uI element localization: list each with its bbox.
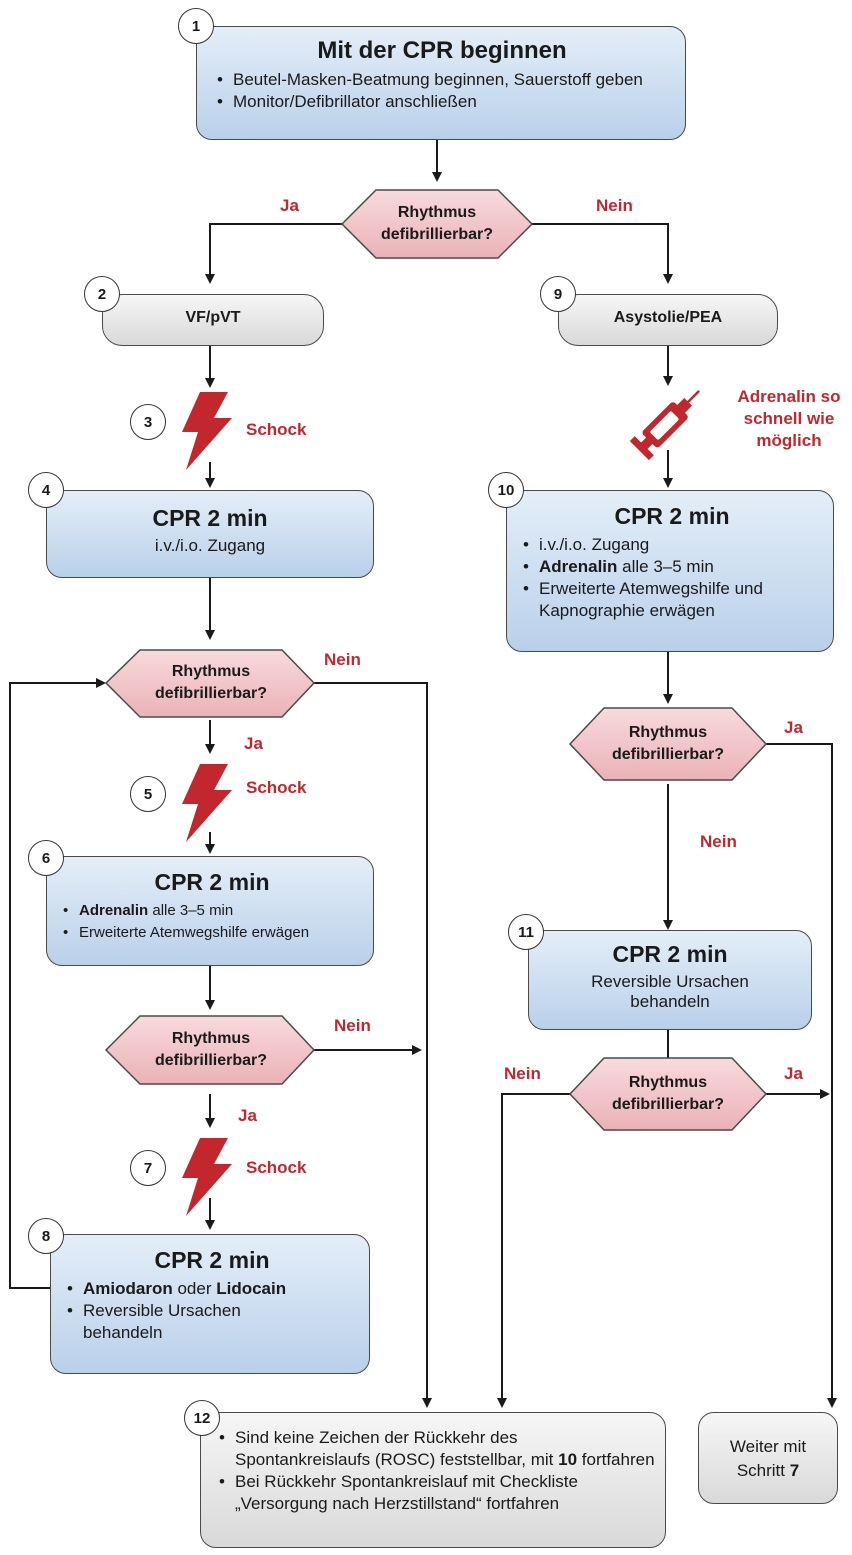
lightning-shock-icon [182,392,232,470]
lightning-shock-icon [182,764,232,842]
step-6-bullet-1-rest: alle 3–5 min [148,902,234,919]
step-8-bullet-1-bold-2: Lidocain [216,1279,287,1298]
step-8-bullet-2: Reversible Ursachen behandeln [65,1300,283,1344]
step-10-bullet-3: Erweiterte Atemwegshilfe und Kapnographi… [521,578,823,622]
decision-a-no-label: Nein [596,196,633,215]
decision-e-text: Rhythmus defibrillierbar? [584,1072,752,1116]
lightning-shock-icon [182,1138,232,1216]
step-10-box: CPR 2 min i.v./i.o. Zugang Adrenalin all… [506,490,834,652]
step-7-shock-label: Schock [246,1158,307,1177]
decision-shape-d [568,707,768,781]
syringe-icon [629,390,700,461]
step-8-bullet-1-bold-1: Amiodaron [83,1279,173,1298]
step-10-bullet-2-rest: alle 3–5 min [617,557,714,576]
step-6-bullet-1: Adrenalin alle 3–5 min [61,900,363,922]
decision-d-yes-label: Ja [784,718,803,737]
step-12-box: Sind keine Zeichen der Rückkehr des Spon… [200,1412,666,1548]
decision-c-line1: Rhythmus [171,1030,251,1047]
decision-e-no-label: Nein [504,1064,541,1083]
step-10-bullet-2: Adrenalin alle 3–5 min [521,556,823,578]
decision-shape-e [568,1057,768,1131]
step-12-bullet-1: Sind keine Zeichen der Rückkehr des Spon… [217,1427,655,1471]
step-8-number: 8 [28,1218,64,1254]
decision-b-yes-label: Ja [244,734,263,753]
adrenalin-asap-label: Adrenalin so schnell wie möglich [737,387,841,450]
decision-e-line2: defibrillierbar? [611,1096,725,1113]
step-2-box: VF/pVT [102,294,324,346]
continue-step-7-text: Weiter mit Schritt 7 [709,1435,827,1483]
decision-e-yes-label: Ja [784,1064,803,1083]
step-10-number: 10 [488,472,524,508]
decision-a-line1: Rhythmus [397,204,477,221]
step-4-text: i.v./i.o. Zugang [154,536,266,555]
step-1-bullet-2: Monitor/Defibrillator anschließen [215,91,669,113]
decision-shape-b [104,649,316,718]
step-3-number: 3 [130,404,166,440]
decision-shape-a [340,189,534,259]
decision-b-no-label: Nein [324,650,361,669]
step-6-box: CPR 2 min Adrenalin alle 3–5 min Erweite… [46,856,374,966]
decision-b-text: Rhythmus defibrillierbar? [126,661,296,705]
decision-a-line2: defibrillierbar? [380,226,494,243]
decision-c-yes-label: Ja [238,1106,257,1125]
step-1-number: 1 [178,8,214,44]
step-1-bullet-1: Beutel-Masken-Beatmung beginnen, Sauerst… [215,69,669,91]
step-8-bullet-1-mid: oder [172,1279,217,1298]
decision-c-no-label: Nein [334,1016,371,1035]
step-11-number: 11 [508,914,544,950]
step-5-shock-label: Schock [246,778,307,797]
step-2-label: VF/pVT [185,309,241,326]
decision-e-line1: Rhythmus [628,1074,708,1091]
step-10-bullet-1: i.v./i.o. Zugang [521,534,823,556]
decision-c-line2: defibrillierbar? [154,1052,268,1069]
decision-d-no-label: Nein [700,832,737,851]
decision-c-text: Rhythmus defibrillierbar? [126,1028,296,1072]
decision-b-line1: Rhythmus [171,663,251,680]
continue-step-7-bold: 7 [789,1461,800,1480]
step-1-title: Mit der CPR beginnen [317,37,567,64]
decision-d-line2: defibrillierbar? [611,746,725,763]
step-11-title: CPR 2 min [612,941,728,967]
continue-step-7-pre: Weiter mit Schritt [729,1437,807,1480]
step-5-number: 5 [130,776,166,812]
step-9-number: 9 [540,276,576,312]
step-10-title: CPR 2 min [614,503,730,529]
step-2-number: 2 [84,276,120,312]
step-7-number: 7 [130,1150,166,1186]
step-6-number: 6 [28,840,64,876]
step-4-title: CPR 2 min [152,505,268,531]
step-11-box: CPR 2 min Reversible Ursachen behandeln [528,930,812,1030]
step-4-number: 4 [28,472,64,508]
step-3-shock-label: Schock [246,420,307,439]
step-8-bullet-1: Amiodaron oder Lidocain [65,1278,359,1300]
step-12-bullet-1-bold: 10 [558,1450,578,1469]
step-9-box: Asystolie/PEA [558,294,778,346]
step-10-bullet-2-bold: Adrenalin [539,557,618,576]
decision-shapes [104,189,768,1131]
step-1-box: Mit der CPR beginnen Beutel-Masken-Beatm… [196,26,686,140]
decision-a-text: Rhythmus defibrillierbar? [352,202,522,246]
step-8-title: CPR 2 min [154,1247,270,1273]
decision-d-line1: Rhythmus [628,724,708,741]
step-12-number: 12 [184,1400,220,1436]
step-6-bullet-2: Erweiterte Atemwegshilfe erwägen [61,922,363,944]
step-12-bullet-1-pre: Sind keine Zeichen der Rückkehr des Spon… [235,1428,559,1469]
step-6-title: CPR 2 min [154,869,270,895]
step-9-label: Asystolie/PEA [613,309,723,326]
step-11-text: Reversible Ursachen behandeln [591,972,749,1011]
step-6-bullet-1-bold: Adrenalin [79,902,149,919]
step-12-bullet-1-post: fortfahren [577,1450,655,1469]
step-8-box: CPR 2 min Amiodaron oder Lidocain Revers… [50,1234,370,1374]
continue-step-7-box: Weiter mit Schritt 7 [698,1412,838,1504]
decision-a-yes-label: Ja [280,196,299,215]
step-12-bullet-2: Bei Rückkehr Spontankreislauf mit Checkl… [217,1471,655,1515]
decision-shape-c [104,1015,316,1085]
decision-b-line2: defibrillierbar? [154,685,268,702]
step-4-box: CPR 2 min i.v./i.o. Zugang [46,490,374,578]
decision-d-text: Rhythmus defibrillierbar? [584,722,752,766]
